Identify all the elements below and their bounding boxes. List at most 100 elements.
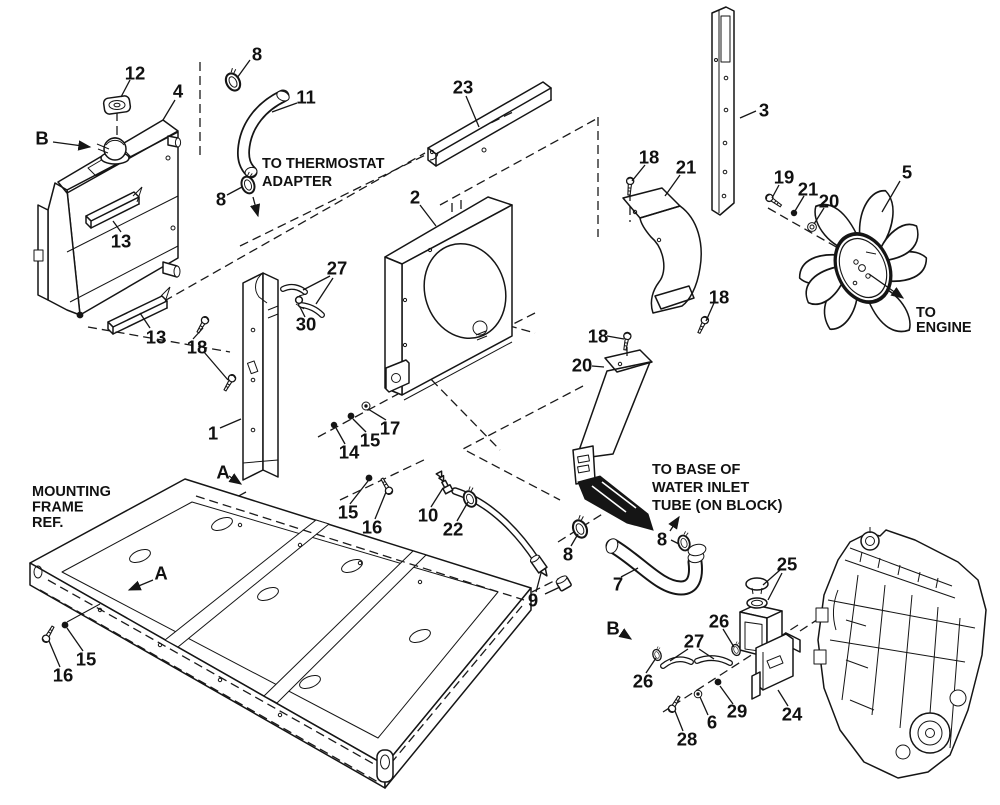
radiator-outlet (162, 261, 181, 278)
callout-25: 25 (777, 554, 798, 575)
callout-15: 15 (360, 430, 381, 451)
radiator-fins (57, 119, 179, 194)
bracket-13-upper (85, 186, 143, 229)
upper-radiator-hose (220, 65, 290, 218)
shroud-foot (385, 359, 410, 393)
drain-fitting-10 (435, 470, 454, 495)
radiator (33, 95, 182, 335)
callout-21: 21 (798, 179, 819, 200)
callout-27: 27 (327, 258, 348, 279)
callout-8: 8 (252, 44, 262, 65)
callout-22: 22 (443, 519, 464, 540)
callout-18: 18 (588, 326, 609, 347)
callout-9: 9 (528, 590, 538, 611)
belt-guard-21 (622, 176, 711, 336)
elbow-fitting-30 (294, 293, 307, 310)
callout-20: 20 (572, 355, 593, 376)
callout-5: 5 (902, 162, 912, 183)
callout-16: 16 (362, 517, 383, 538)
overflow-tube-pointer-B (52, 140, 110, 154)
callout-21: 21 (676, 157, 697, 178)
to-engine-arrow (868, 273, 905, 299)
engine-reference (813, 527, 987, 779)
callout-B: B (606, 618, 619, 639)
nut-14 (330, 421, 338, 429)
callout-19: 19 (774, 167, 795, 188)
radiator-cap (103, 137, 127, 161)
callout-4: 4 (173, 81, 184, 102)
drain-assembly (435, 470, 593, 592)
nut-29 (714, 678, 722, 686)
callout-14: 14 (339, 442, 360, 463)
callout-1: 1 (208, 423, 218, 444)
callout-11: 11 (296, 87, 316, 108)
drain-valve-9 (529, 554, 548, 577)
callout-26: 26 (633, 671, 654, 692)
nut-15 (365, 474, 373, 482)
callout-18: 18 (709, 287, 730, 308)
callout-17: 17 (380, 418, 401, 439)
callout-12: 12 (125, 63, 146, 84)
callout-29: 29 (727, 701, 748, 722)
callout-3: 3 (759, 100, 769, 121)
radiator-inlet (167, 135, 182, 148)
callout-18: 18 (639, 147, 660, 168)
callout-27: 27 (684, 631, 705, 652)
callout-8: 8 (657, 529, 667, 550)
to-water-inlet-arrow (668, 515, 680, 532)
fan (763, 189, 928, 333)
callout-A: A (216, 462, 229, 483)
support-channel-1 (194, 272, 325, 485)
callout-leader-lines (48, 59, 901, 732)
callout-18: 18 (187, 337, 208, 358)
callout-6: 6 (707, 712, 717, 733)
callout-13: 13 (111, 231, 132, 252)
callout-13: 13 (146, 327, 167, 348)
callout-15: 15 (76, 649, 97, 670)
callout-15: 15 (338, 502, 359, 523)
nut-15 (347, 412, 355, 420)
overflow-hoses-27 (660, 655, 733, 669)
callout-A: A (154, 563, 167, 584)
bottle-cap-25 (745, 577, 769, 595)
coolant-recovery-group (618, 577, 801, 715)
callout-28: 28 (677, 729, 698, 750)
cap-gasket-12 (102, 95, 132, 115)
callout-8: 8 (216, 189, 226, 210)
datum-A-arrow-frame (127, 579, 154, 591)
washer-6 (693, 689, 703, 699)
fan-shroud (384, 196, 513, 401)
to-thermostat-arrow (249, 196, 261, 218)
nut-20 (807, 222, 817, 232)
shroud-fan-opening (423, 242, 507, 340)
lower-radiator-hose (605, 515, 707, 596)
callout-7: 7 (613, 574, 623, 595)
callout-8: 8 (563, 544, 573, 565)
callout-B: B (35, 128, 48, 149)
side-channel-3 (711, 6, 735, 216)
vent-hoses-27 (280, 283, 325, 318)
washer-17 (361, 401, 371, 411)
callout-2: 2 (410, 187, 420, 208)
washer-21 (790, 209, 798, 217)
callout-23: 23 (453, 77, 474, 98)
bracket-13-lower (107, 286, 171, 335)
callout-26: 26 (709, 611, 730, 632)
datum-A-arrow-upper (228, 473, 243, 485)
baffle-panel-23 (427, 81, 552, 167)
callout-10: 10 (418, 505, 439, 526)
channel-mounting-hardware (330, 401, 395, 497)
callout-24: 24 (782, 704, 803, 725)
datum-B-arrow (618, 628, 633, 640)
callout-16: 16 (53, 665, 74, 686)
nut-15 (61, 621, 69, 629)
callout-30: 30 (296, 314, 317, 335)
